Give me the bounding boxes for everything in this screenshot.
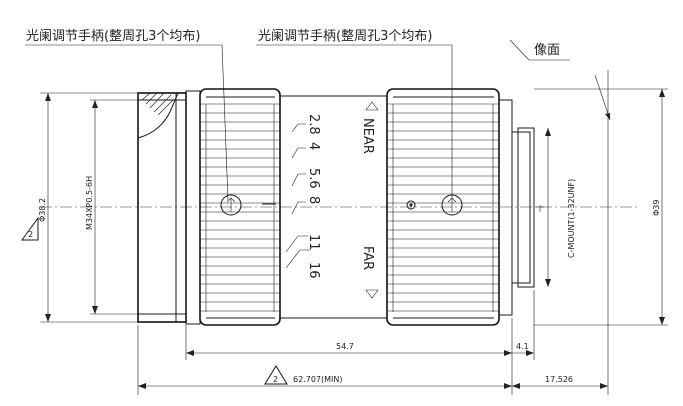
dim-62-707: 62.707(MIN) bbox=[293, 375, 342, 384]
focus-near-label: NEAR bbox=[360, 101, 379, 154]
marker-triangle-left: 2 bbox=[21, 216, 39, 241]
aperture-value: 5.6 bbox=[306, 168, 321, 189]
marker-triangle-bottom: 2 bbox=[264, 365, 288, 385]
mount-label: C-MOUNT(1-32UNF) bbox=[567, 179, 576, 258]
arrowheads bbox=[45, 89, 665, 389]
aperture-ring bbox=[199, 88, 281, 326]
rear-mount bbox=[498, 99, 544, 316]
center-hole bbox=[406, 200, 416, 210]
callout-leaders bbox=[25, 39, 611, 201]
image-plane-label: 像面 bbox=[534, 43, 560, 58]
svg-text:2: 2 bbox=[28, 230, 33, 239]
front-barrel bbox=[137, 90, 201, 325]
aperture-scale: 2.8 4 5.6 8 11 16 bbox=[306, 114, 321, 279]
focus-far-label: FAR bbox=[360, 246, 379, 299]
callout-right-text: 光阑调节手柄(整周孔3个均布) bbox=[258, 29, 432, 44]
dim-17-526: 17.526 bbox=[545, 375, 573, 384]
svg-text:FAR: FAR bbox=[360, 246, 375, 270]
aperture-value: 8 bbox=[306, 196, 321, 204]
svg-text:NEAR: NEAR bbox=[360, 118, 375, 154]
scale-section bbox=[262, 95, 387, 319]
svg-text:2: 2 bbox=[273, 375, 278, 384]
aperture-handle-screw bbox=[220, 194, 242, 216]
aperture-value: 4 bbox=[306, 142, 321, 150]
callout-left-text: 光阑调节手柄(整周孔3个均布) bbox=[26, 29, 200, 44]
dim-54-7: 54.7 bbox=[336, 342, 354, 351]
aperture-value: 11 bbox=[306, 234, 321, 251]
thread-label: M34XP0.5-6H bbox=[85, 176, 94, 230]
left-diameter-label: Φ38.2 bbox=[38, 198, 47, 222]
dimension-lines bbox=[40, 70, 668, 395]
right-diameter-label: Φ39 bbox=[652, 200, 661, 216]
aperture-value: 2.8 bbox=[306, 114, 321, 135]
aperture-value: 16 bbox=[306, 262, 321, 279]
dim-4-1: 4.1 bbox=[516, 342, 529, 351]
